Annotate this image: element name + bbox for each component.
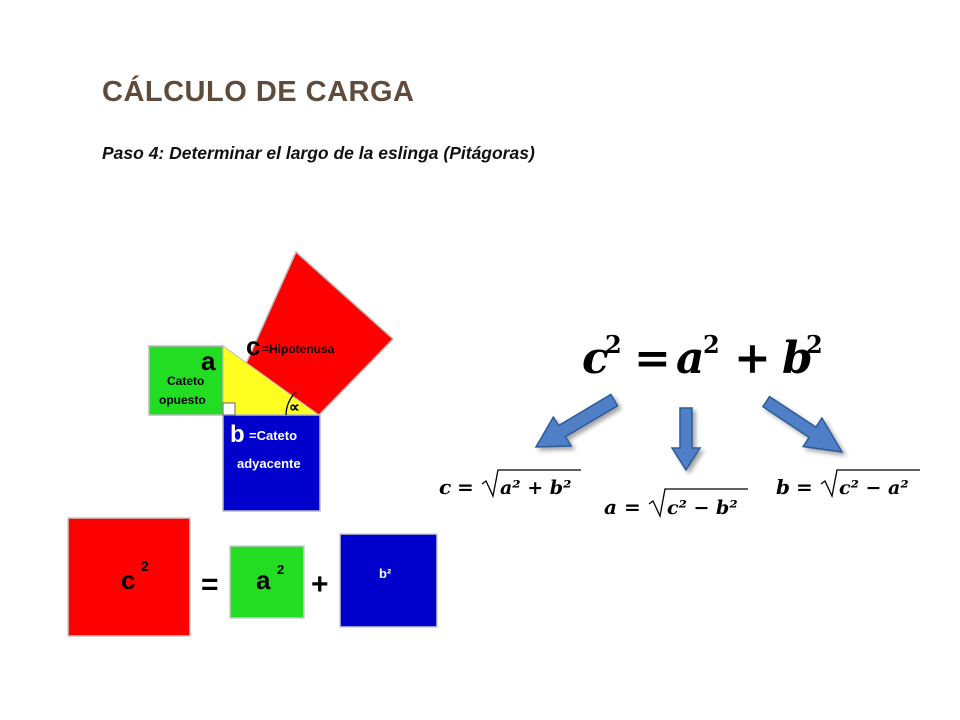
- b-term: b²: [379, 566, 392, 581]
- a-squared-square: [229, 545, 305, 619]
- main-plus: +: [734, 333, 771, 384]
- formula-c-radical: [481, 469, 581, 499]
- formula-b-lhs: b: [776, 475, 790, 499]
- formula-b-eq: =: [796, 475, 813, 499]
- main-c: c: [582, 333, 609, 384]
- right-angle-marker: [222, 402, 236, 416]
- plus-sign: +: [311, 568, 329, 601]
- angle-arc: [285, 391, 297, 416]
- formula-a-radicand: c² − b²: [667, 497, 738, 519]
- a-letter: a: [201, 346, 216, 376]
- alpha-symbol: ∝: [289, 399, 300, 416]
- c-exponent: 2: [141, 558, 149, 574]
- b-caption-line2: adyacente: [237, 456, 301, 471]
- slide-title: CÁLCULO DE CARGA: [102, 76, 415, 108]
- arrows: [534, 393, 844, 472]
- formula-b-radical: [820, 469, 920, 499]
- main-eq: =: [634, 333, 671, 384]
- squares-equation: c 2 = a 2 + b²: [67, 517, 438, 637]
- c-letter: c: [246, 331, 260, 361]
- formula-a-eq: =: [624, 495, 641, 519]
- a-caption-line2: opuesto: [159, 393, 206, 407]
- formula-c-radicand: a² + b²: [500, 477, 571, 499]
- arrow-left: [534, 393, 619, 448]
- b-squared-square: [339, 533, 438, 628]
- slide-subtitle: Paso 4: Determinar el largo de la esling…: [102, 143, 535, 163]
- main-exp3: 2: [806, 330, 823, 359]
- triangle-figure: ∝ a Cateto opuesto c =Hipotenusa b =Cate…: [148, 250, 395, 512]
- arrow-down: [670, 407, 702, 472]
- formula-a-radical: [648, 488, 748, 519]
- c-caption: =Hipotenusa: [262, 342, 335, 356]
- b-caption-line1: =Cateto: [249, 428, 297, 443]
- c-term: c: [121, 565, 135, 595]
- a-term: a: [256, 565, 271, 595]
- arrow-right: [761, 395, 844, 453]
- formula-c-lhs: c: [439, 475, 451, 499]
- main-b: b: [782, 333, 813, 384]
- equals-sign: =: [201, 568, 219, 601]
- main-exp1: 2: [605, 330, 622, 359]
- formula-a-lhs: a: [604, 495, 617, 519]
- main-exp2: 2: [703, 330, 720, 359]
- main-formula: c 2 = a 2 + b 2: [582, 330, 823, 384]
- formula-b: b = c² − a²: [776, 469, 920, 499]
- formula-b-radicand: c² − a²: [839, 477, 909, 499]
- a-exponent: 2: [277, 562, 284, 577]
- formula-c-eq: =: [457, 475, 474, 499]
- c-squared-square: [67, 517, 191, 637]
- a-caption-line1: Cateto: [167, 374, 204, 388]
- formula-a: a = c² − b²: [604, 488, 748, 519]
- main-a: a: [676, 333, 705, 384]
- formula-c: c = a² + b²: [439, 469, 581, 499]
- cateto-adyacente-square: [222, 414, 321, 512]
- b-letter: b: [230, 421, 245, 448]
